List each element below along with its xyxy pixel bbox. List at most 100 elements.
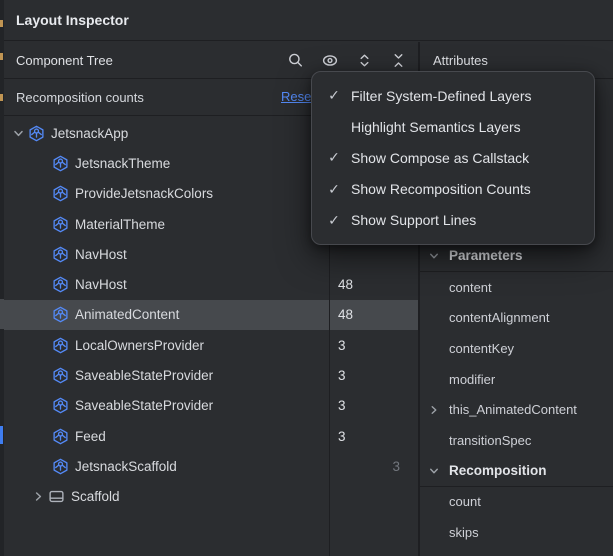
tree-row[interactable]: Scaffold bbox=[4, 482, 419, 512]
component-tree-title: Component Tree bbox=[16, 52, 113, 68]
attributes-section: Recomposition count skips bbox=[420, 456, 613, 548]
compose-node-icon bbox=[52, 428, 68, 444]
attributes-section-title: Parameters bbox=[449, 248, 523, 264]
gutter-selection-block bbox=[0, 299, 4, 329]
tree-row[interactable]: ProvideJetsnackColors bbox=[4, 179, 419, 209]
checkmark-icon: ✓ bbox=[328, 211, 340, 228]
attribute-name: count bbox=[449, 494, 481, 510]
tree-row[interactable]: Feed 3 bbox=[4, 421, 419, 451]
counts-column-divider bbox=[329, 118, 330, 556]
tree-row[interactable]: NavHost bbox=[4, 239, 419, 269]
tree-node-label: JetsnackScaffold bbox=[75, 458, 177, 474]
component-tree: JetsnackApp JetsnackTheme bbox=[4, 118, 419, 556]
menu-item-label: Highlight Semantics Layers bbox=[351, 118, 521, 135]
tree-chevron[interactable] bbox=[9, 125, 27, 141]
attribute-row[interactable]: skips bbox=[420, 517, 613, 548]
search-icon[interactable] bbox=[287, 52, 304, 69]
view-options-menu: ✓ Filter System-Defined Layers Highlight… bbox=[311, 71, 595, 245]
tool-window-titlebar: Layout Inspector bbox=[4, 0, 613, 41]
tree-node-label: JetsnackTheme bbox=[75, 155, 171, 171]
menu-item-label: Filter System-Defined Layers bbox=[351, 87, 532, 104]
tree-row[interactable]: LocalOwnersProvider 3 bbox=[4, 330, 419, 360]
tree-row[interactable]: JetsnackTheme bbox=[4, 148, 419, 178]
menu-item[interactable]: ✓ Show Compose as Callstack bbox=[312, 142, 594, 173]
attribute-row[interactable]: transitionSpec bbox=[420, 425, 613, 456]
attributes-section-header[interactable]: Recomposition bbox=[420, 456, 613, 487]
chevron-down-icon bbox=[426, 464, 442, 478]
tree-row[interactable]: AnimatedContent 48 bbox=[4, 299, 419, 331]
attribute-row[interactable]: modifier bbox=[420, 364, 613, 395]
recomposition-counts-label: Recomposition counts bbox=[16, 89, 144, 105]
compose-node-icon bbox=[52, 458, 68, 475]
compose-node-icon bbox=[52, 276, 68, 293]
expand-all-icon[interactable] bbox=[356, 52, 373, 69]
recomposition-count-value: 48 bbox=[338, 307, 354, 323]
compose-node-icon bbox=[52, 216, 68, 232]
tree-row[interactable]: NavHost 48 bbox=[4, 269, 419, 299]
checkmark-icon: ✓ bbox=[328, 87, 340, 104]
attributes-content: Parameters content contentAlignment cont… bbox=[420, 241, 613, 548]
attributes-title: Attributes bbox=[433, 52, 488, 68]
attributes-section-header[interactable]: Parameters bbox=[420, 241, 613, 272]
chevron-down-icon bbox=[13, 130, 23, 136]
tree-row[interactable]: JetsnackApp bbox=[4, 118, 419, 148]
tree-node-label: NavHost bbox=[75, 246, 127, 262]
menu-item[interactable]: ✓ Show Recomposition Counts bbox=[312, 174, 594, 205]
menu-item-label: Show Support Lines bbox=[351, 212, 477, 229]
page-title: Layout Inspector bbox=[16, 12, 129, 28]
compose-node-icon bbox=[52, 246, 68, 263]
layout-node-icon bbox=[48, 491, 64, 503]
attribute-name: transitionSpec bbox=[449, 432, 532, 448]
recomposition-count-value: 3 bbox=[392, 458, 400, 474]
tree-row[interactable]: SaveableStateProvider 3 bbox=[4, 391, 419, 421]
reset-counts-link[interactable]: Reset bbox=[281, 89, 315, 104]
tree-node-label: JetsnackApp bbox=[51, 125, 129, 141]
recomposition-count-value: 3 bbox=[338, 337, 346, 353]
attributes-panel: Attributes Parameters content contentAli… bbox=[420, 42, 613, 556]
gutter-mark bbox=[0, 20, 3, 27]
menu-item[interactable]: ✓ Show Support Lines bbox=[312, 205, 594, 236]
tree-row[interactable]: MaterialTheme bbox=[4, 209, 419, 239]
compose-node-icon bbox=[52, 337, 68, 354]
compose-node-icon bbox=[28, 125, 44, 142]
editor-gutter-strip bbox=[0, 0, 4, 556]
attribute-row[interactable]: count bbox=[420, 487, 613, 518]
attribute-row[interactable]: contentAlignment bbox=[420, 302, 613, 333]
compose-node-icon bbox=[52, 367, 68, 384]
tree-row[interactable]: SaveableStateProvider 3 bbox=[4, 360, 419, 390]
attribute-name: contentAlignment bbox=[449, 310, 550, 326]
view-options-eye-icon[interactable] bbox=[321, 52, 339, 69]
tree-node-label: ProvideJetsnackColors bbox=[75, 186, 214, 202]
tree-node-label: NavHost bbox=[75, 277, 127, 293]
compose-node-icon bbox=[52, 185, 68, 202]
tree-row[interactable]: JetsnackScaffold 3 bbox=[4, 451, 419, 481]
tree-node-label: MaterialTheme bbox=[75, 216, 166, 232]
tree-node-label: Scaffold bbox=[71, 489, 120, 505]
tree-chevron[interactable] bbox=[29, 489, 47, 505]
attribute-row[interactable]: content bbox=[420, 272, 613, 303]
menu-item-label: Show Recomposition Counts bbox=[351, 181, 531, 198]
compose-node-icon bbox=[52, 155, 68, 172]
chevron-right-icon bbox=[426, 403, 442, 417]
gutter-mark bbox=[0, 94, 3, 101]
attribute-row[interactable]: this_AnimatedContent bbox=[420, 394, 613, 425]
recomposition-counts-bar: Recomposition counts Reset bbox=[4, 79, 419, 116]
gutter-mark-blue bbox=[0, 426, 3, 444]
tree-node-label: SaveableStateProvider bbox=[75, 368, 214, 384]
attribute-name: contentKey bbox=[449, 340, 515, 356]
compose-node-icon bbox=[52, 307, 68, 323]
attribute-row[interactable]: contentKey bbox=[420, 333, 613, 364]
chevron-down-icon bbox=[426, 249, 442, 263]
chevron-right-icon bbox=[35, 492, 41, 501]
tree-node-label: LocalOwnersProvider bbox=[75, 337, 205, 353]
tree-node-label: Feed bbox=[75, 428, 106, 444]
menu-item[interactable]: Highlight Semantics Layers bbox=[312, 111, 594, 142]
menu-item[interactable]: ✓ Filter System-Defined Layers bbox=[312, 80, 594, 111]
attribute-name: skips bbox=[449, 525, 479, 541]
attributes-section-title: Recomposition bbox=[449, 463, 547, 479]
gutter-mark bbox=[0, 53, 3, 60]
attribute-name: this_AnimatedContent bbox=[449, 402, 577, 418]
recomposition-count-value: 3 bbox=[338, 368, 346, 384]
collapse-all-icon[interactable] bbox=[390, 52, 407, 69]
compose-node-icon bbox=[52, 397, 68, 414]
